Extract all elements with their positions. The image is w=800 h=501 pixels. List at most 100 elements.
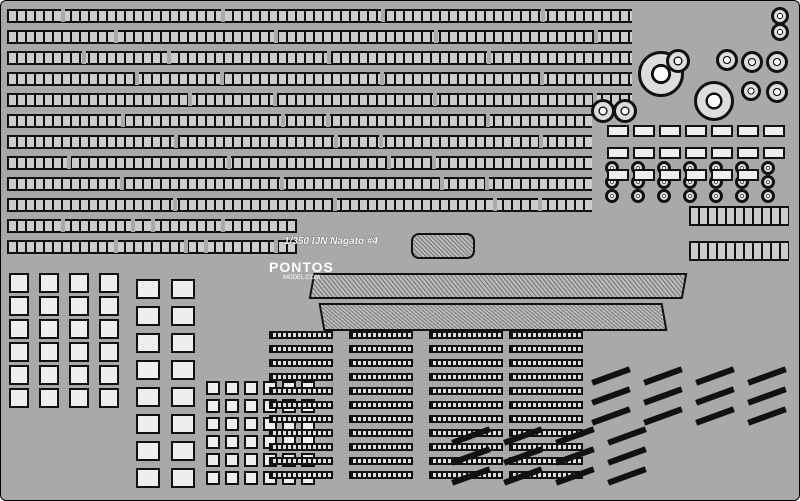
ladder-part bbox=[349, 457, 413, 465]
ladder-part bbox=[509, 373, 583, 381]
ring-part bbox=[657, 189, 671, 203]
plate-part bbox=[711, 125, 733, 137]
plate-part bbox=[737, 147, 759, 159]
bracket-part bbox=[591, 386, 631, 406]
plate-part bbox=[737, 169, 759, 181]
strip-gap bbox=[493, 197, 497, 211]
wheel-part bbox=[741, 81, 761, 101]
ladder-part bbox=[349, 415, 413, 423]
grate-part bbox=[206, 471, 220, 485]
door-part bbox=[171, 306, 195, 326]
ladder-part bbox=[429, 387, 503, 395]
strip-gap bbox=[334, 134, 338, 148]
strip-gap bbox=[281, 113, 285, 127]
hatch-part bbox=[9, 319, 29, 339]
plate-part bbox=[711, 169, 733, 181]
strip-gap bbox=[220, 71, 224, 85]
ladder-part bbox=[509, 331, 583, 339]
ring-part bbox=[761, 175, 775, 189]
strip-gap bbox=[82, 50, 86, 64]
strip-gap bbox=[593, 92, 597, 106]
strip-gap bbox=[121, 113, 125, 127]
ladder-part bbox=[349, 373, 413, 381]
plate-part bbox=[763, 125, 785, 137]
ladder-part bbox=[349, 387, 413, 395]
door-part bbox=[171, 387, 195, 407]
strip-gap bbox=[333, 197, 337, 211]
strip-gap bbox=[387, 155, 391, 169]
hatch-part bbox=[69, 296, 89, 316]
grate-part bbox=[244, 471, 258, 485]
plate-part bbox=[685, 147, 707, 159]
wheel-part bbox=[766, 51, 788, 73]
bracket-part bbox=[695, 386, 735, 406]
strip-gap bbox=[432, 155, 436, 169]
strip-gap bbox=[135, 71, 139, 85]
ring-part bbox=[709, 189, 723, 203]
hatch-part bbox=[9, 273, 29, 293]
grate-part bbox=[206, 381, 220, 395]
strip-gap bbox=[221, 218, 225, 232]
door-part bbox=[136, 360, 160, 380]
ladder-part bbox=[429, 331, 503, 339]
door-part bbox=[171, 441, 195, 461]
wheel-part bbox=[666, 49, 690, 73]
hatch-part bbox=[39, 342, 59, 362]
strip-gap bbox=[538, 197, 542, 211]
ring-part bbox=[761, 189, 775, 203]
hatch-part bbox=[69, 273, 89, 293]
grate-part bbox=[225, 435, 239, 449]
ring-part bbox=[631, 189, 645, 203]
ring-part bbox=[605, 189, 619, 203]
grate-part bbox=[225, 417, 239, 431]
plate-part bbox=[685, 169, 707, 181]
strip-gap bbox=[167, 50, 171, 64]
railing-strip bbox=[7, 177, 592, 191]
wheel-part bbox=[716, 49, 738, 71]
bracket-part bbox=[747, 386, 787, 406]
strip-gap bbox=[184, 239, 188, 253]
strip-gap bbox=[173, 197, 177, 211]
ladder-part bbox=[509, 401, 583, 409]
railing-strip bbox=[7, 9, 632, 23]
strip-gap bbox=[61, 8, 65, 22]
bracket-part bbox=[643, 386, 683, 406]
plate-part bbox=[607, 147, 629, 159]
bracket-part bbox=[747, 406, 787, 426]
deck-mesh-part bbox=[308, 273, 688, 299]
grate-part bbox=[206, 453, 220, 467]
grate-part bbox=[244, 435, 258, 449]
door-part bbox=[171, 360, 195, 380]
grate-part bbox=[225, 381, 239, 395]
hatch-part bbox=[69, 365, 89, 385]
hatch-part bbox=[69, 342, 89, 362]
strip-gap bbox=[61, 218, 65, 232]
fret-title: 1/350 IJN Nagato #4 bbox=[284, 236, 378, 247]
grate-part bbox=[244, 399, 258, 413]
plate-part bbox=[763, 147, 785, 159]
wheel-part bbox=[766, 81, 788, 103]
hatch-part bbox=[9, 296, 29, 316]
ladder-part bbox=[429, 359, 503, 367]
ladder-part bbox=[349, 401, 413, 409]
strip-gap bbox=[381, 8, 385, 22]
strip-gap bbox=[114, 29, 118, 43]
strip-gap bbox=[540, 71, 544, 85]
hatch-part bbox=[99, 388, 119, 408]
strip-gap bbox=[485, 176, 489, 190]
bracket-part bbox=[591, 366, 631, 386]
railing-strip bbox=[7, 93, 632, 107]
mesh-part bbox=[411, 233, 475, 259]
ladder-part bbox=[349, 359, 413, 367]
grate-part bbox=[244, 453, 258, 467]
ladder-part bbox=[429, 415, 503, 423]
door-part bbox=[136, 333, 160, 353]
plate-part bbox=[659, 147, 681, 159]
plate-part bbox=[659, 125, 681, 137]
ladder-part bbox=[509, 345, 583, 353]
plate-part bbox=[659, 169, 681, 181]
ladder-part bbox=[429, 401, 503, 409]
ladder-part bbox=[349, 429, 413, 437]
strip-gap bbox=[327, 50, 331, 64]
ladder-part bbox=[269, 443, 333, 451]
